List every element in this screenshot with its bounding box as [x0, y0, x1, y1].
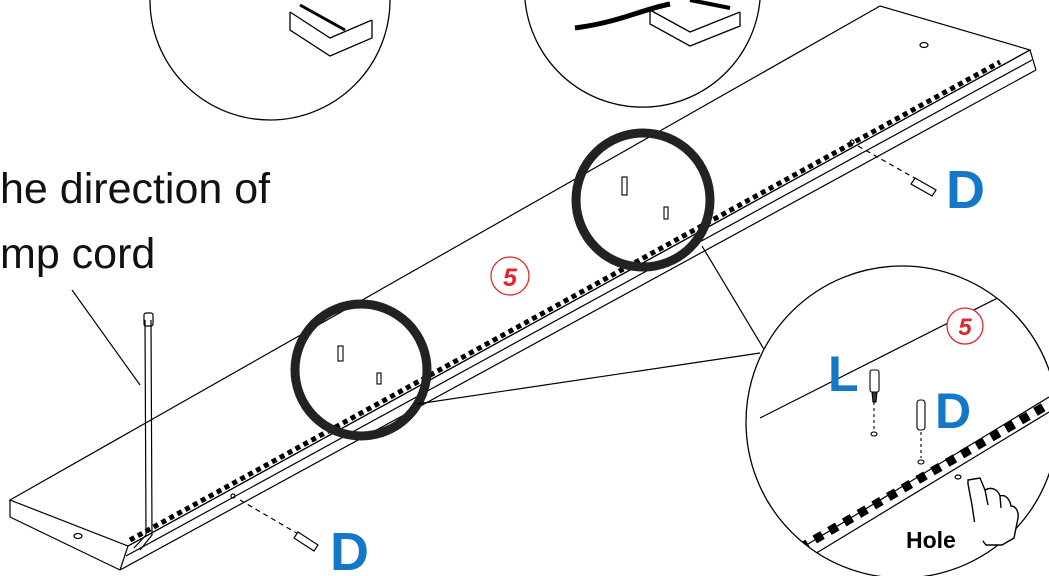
part-d-label-bottom: D: [330, 522, 369, 576]
magnifier-circles: [290, 128, 715, 441]
wooden-dowel-icon: [239, 145, 937, 552]
detail-circle-top-left: [149, 0, 391, 121]
part-d-label-zoom: D: [935, 383, 971, 439]
hole-label: Hole: [906, 527, 956, 553]
panel-number-badge: 5: [490, 256, 530, 296]
zoom-connector-lines: [416, 245, 769, 405]
zoom-detail-view: [745, 265, 1049, 576]
panel-number-label: 5: [503, 264, 518, 292]
pins-in-circles: [337, 176, 669, 385]
detail-circle-top-right: [524, 0, 761, 108]
hole-callout-bubble: [896, 522, 990, 548]
part-l-label: L: [828, 346, 859, 402]
zoom-panel-number-badge: 5: [946, 307, 984, 345]
screw-icon: [869, 369, 880, 437]
lamp-cord-icon: [133, 312, 154, 551]
part-d-label-right: D: [946, 160, 985, 220]
zoom-dowel-icon: [916, 399, 926, 465]
instruction-line-1: he direction of: [0, 165, 271, 213]
cord-leader-line: [71, 289, 141, 386]
instruction-line-2: mp cord: [0, 230, 155, 278]
zoom-panel-number-label: 5: [958, 314, 972, 341]
